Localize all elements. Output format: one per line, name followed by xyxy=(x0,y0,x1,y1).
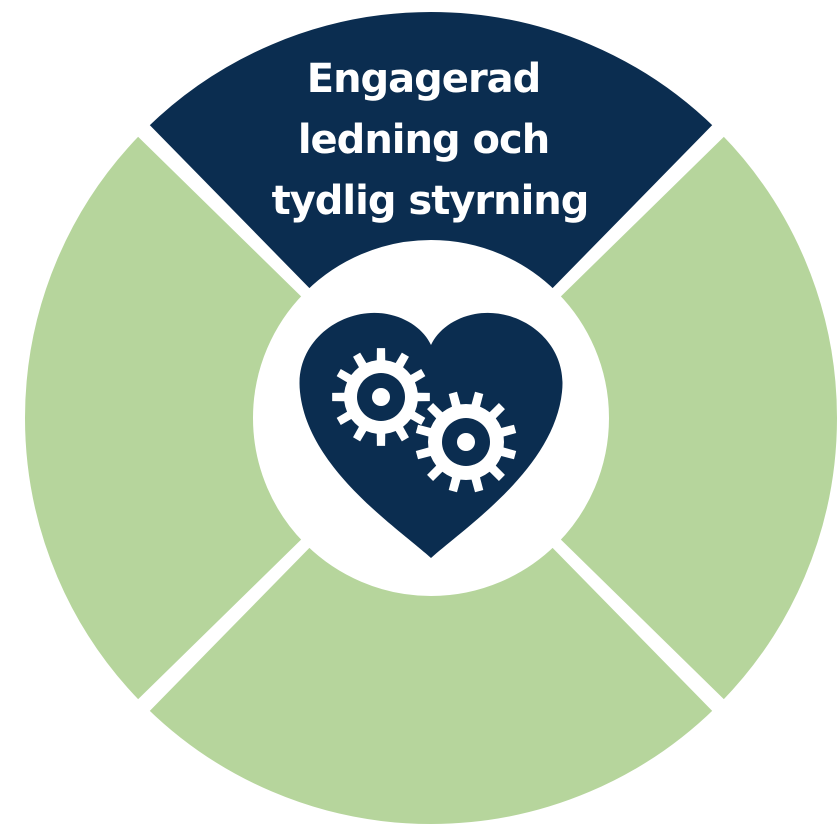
segment-top-label-line: Engagerad xyxy=(307,56,541,102)
segment-top-label-line: ledning och xyxy=(298,117,549,163)
gear-icon xyxy=(415,391,517,493)
gear-icon xyxy=(332,348,430,446)
segment-top-label: Engagerad ledning och tydlig styrning xyxy=(272,56,589,224)
segment-top-label-line: tydlig styrning xyxy=(272,178,589,224)
gear-hub xyxy=(457,433,475,451)
gear-hub xyxy=(372,388,390,406)
center-icon xyxy=(299,312,563,558)
